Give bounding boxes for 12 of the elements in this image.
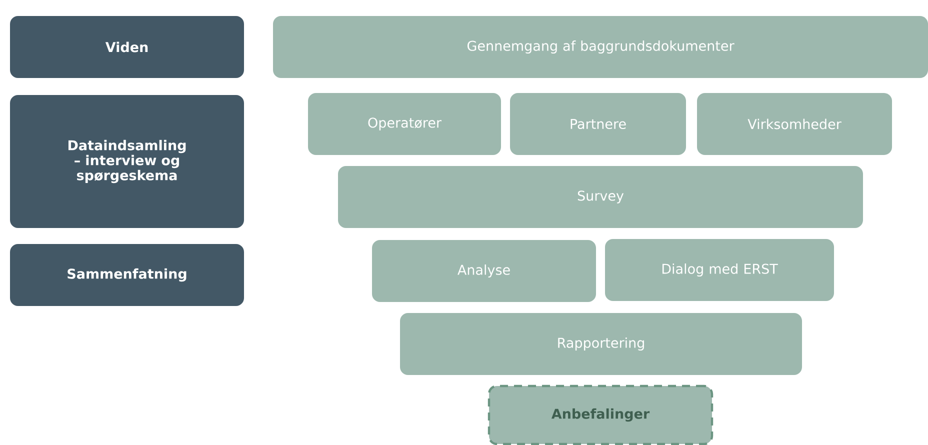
- activity-box: Operatører: [308, 93, 501, 155]
- activity-box: Analyse: [372, 240, 596, 302]
- activity-box: Rapportering: [400, 313, 802, 375]
- stage-box: Dataindsamling – interview og spørgeskema: [10, 95, 244, 228]
- activity-box: Partnere: [510, 93, 686, 155]
- stage-box: Viden: [10, 16, 244, 78]
- outcome-box: Anbefalinger: [488, 384, 714, 445]
- activity-box: Gennemgang af baggrundsdokumenter: [273, 16, 928, 78]
- activity-box: Survey: [338, 166, 863, 228]
- stage-box: Sammenfatning: [10, 244, 244, 306]
- activity-box: Dialog med ERST: [605, 239, 834, 301]
- activity-box: Virksomheder: [697, 93, 892, 155]
